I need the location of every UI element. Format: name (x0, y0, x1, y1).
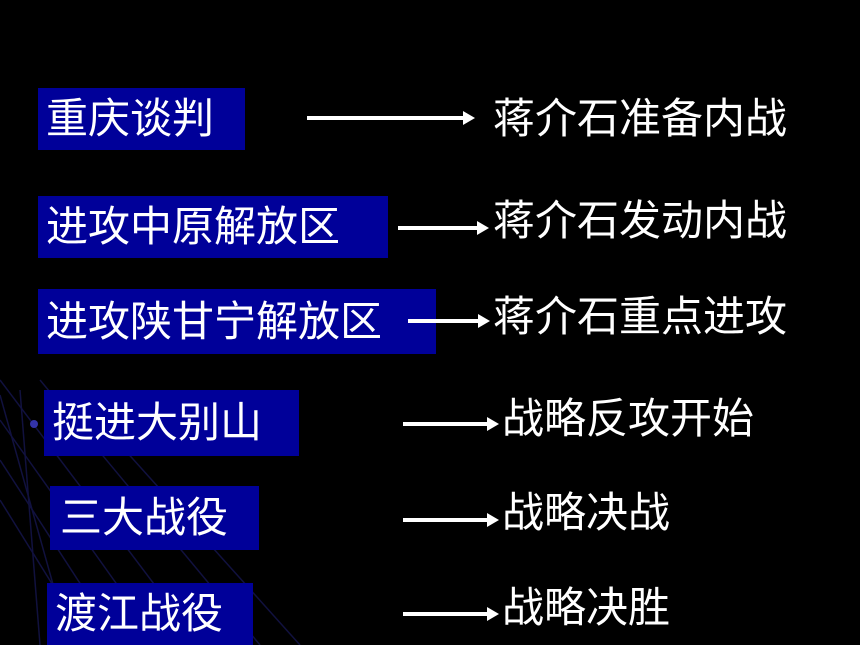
result-text: 战略决胜 (502, 583, 671, 632)
event-label-river-crossing: 渡江战役 (47, 583, 253, 645)
event-label-dabieshan: 挺进大别山 (44, 390, 299, 456)
result-text: 蒋介石准备内战 (493, 94, 788, 143)
arrow-icon (398, 221, 489, 235)
result-text: 战略决战 (502, 488, 671, 537)
event-label-three-campaigns: 三大战役 (50, 486, 259, 550)
arrow-icon (403, 607, 499, 621)
result-text: 蒋介石发动内战 (493, 196, 788, 245)
event-label-chongqing: 重庆谈判 (38, 88, 245, 150)
arrow-icon (403, 417, 499, 431)
arrow-icon (403, 513, 499, 527)
event-label-shaanganning: 进攻陕甘宁解放区 (38, 289, 436, 354)
arrow-icon (307, 111, 475, 125)
result-text: 战略反攻开始 (502, 394, 755, 443)
bullet-dot-icon (30, 420, 38, 428)
arrow-icon (408, 314, 490, 328)
result-text: 蒋介石重点进攻 (493, 292, 788, 341)
event-label-central-plains: 进攻中原解放区 (38, 196, 388, 258)
